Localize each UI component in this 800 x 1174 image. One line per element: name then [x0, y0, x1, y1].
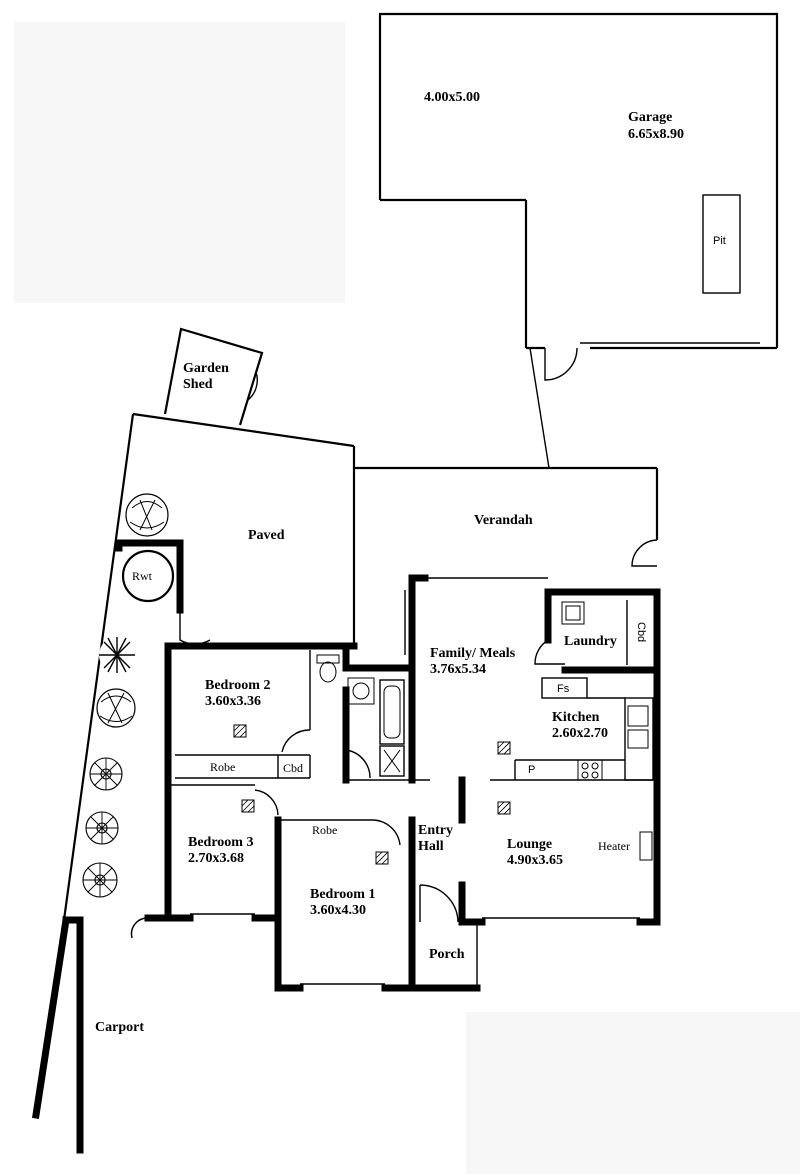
porch-label: Porch	[429, 947, 465, 962]
garage-name: Garage	[628, 110, 672, 125]
heater-label: Heater	[598, 839, 630, 853]
bedroom-1-robe-label: Robe	[312, 823, 337, 837]
pit-label: Pit	[713, 235, 726, 247]
garage-dimensions: 6.65x8.90	[628, 127, 684, 142]
laundry-trough-icon	[561, 601, 585, 625]
lounge-dimensions: 4.90x3.65	[507, 853, 563, 868]
light-fixture-icon	[497, 741, 511, 755]
entry-hall-label-1: Entry	[418, 823, 453, 838]
garden-shed-label-1: Garden	[183, 361, 229, 376]
entry-hall-label-2: Hall	[418, 839, 444, 854]
family-meals-name: Family/ Meals	[430, 646, 516, 661]
bedroom-2-dimensions: 3.60x3.36	[205, 694, 261, 709]
light-fixture-icon	[241, 799, 255, 813]
room-labels: 4.00x5.00 Garage 6.65x8.90 Pit Garden Sh…	[95, 90, 726, 1035]
rwt-tank	[121, 549, 175, 603]
bedroom-2-name: Bedroom 2	[205, 678, 270, 693]
light-fixture-icon	[375, 851, 389, 865]
light-fixture-icon	[497, 801, 511, 815]
bedroom-3-name: Bedroom 3	[188, 835, 253, 850]
bedroom-1-name: Bedroom 1	[310, 887, 375, 902]
bedroom-2-robe-label: Robe	[210, 760, 235, 774]
garage-outline	[378, 12, 779, 469]
verandah-label: Verandah	[474, 513, 533, 528]
shower-icon	[383, 749, 401, 773]
background-patch-top-left	[14, 22, 345, 303]
rwt-enclosure	[115, 539, 211, 645]
lounge-name: Lounge	[507, 837, 552, 852]
bedroom-3-dimensions: 2.70x3.68	[188, 851, 244, 866]
pantry-label: P	[528, 764, 535, 776]
heater-icon	[639, 831, 653, 861]
house-walls	[32, 574, 661, 1154]
kitchen-dimensions: 2.60x2.70	[552, 726, 608, 741]
door-swings	[130, 729, 459, 939]
flower-icon	[82, 862, 118, 898]
block-dimensions: 4.00x5.00	[424, 90, 480, 105]
carport-label: Carport	[95, 1020, 144, 1035]
kitchen-name: Kitchen	[552, 710, 600, 725]
shrub-icon	[96, 688, 136, 728]
cooktop-icon	[577, 759, 603, 781]
garden-plants	[82, 493, 169, 898]
family-meals-dimensions: 3.76x5.34	[430, 662, 486, 677]
shrub-icon	[125, 493, 169, 537]
background-patch-bottom-right	[466, 1012, 800, 1174]
light-fixture-icon	[233, 724, 247, 738]
flower-icon	[85, 811, 119, 845]
flower-icon	[89, 757, 123, 791]
hall-cbd-label: Cbd	[283, 761, 303, 775]
outdoor-outline	[62, 412, 659, 921]
kitchen-sink-icon	[627, 705, 649, 749]
toilet-icon	[316, 654, 340, 683]
paved-label: Paved	[248, 528, 285, 543]
fern-icon	[99, 637, 135, 673]
fridge-space-label: Fs	[557, 683, 570, 695]
laundry-label: Laundry	[564, 634, 617, 649]
garage-door-swing	[544, 347, 578, 381]
garden-shed-label-2: Shed	[183, 377, 213, 392]
rwt-label: Rwt	[132, 569, 153, 583]
laundry-cbd-label: Cbd	[635, 622, 647, 642]
fixtures	[233, 601, 653, 865]
bedroom-1-dimensions: 3.60x4.30	[310, 903, 366, 918]
garden-shed	[163, 327, 264, 426]
bath-icon	[383, 685, 401, 739]
basin-icon	[347, 677, 375, 705]
